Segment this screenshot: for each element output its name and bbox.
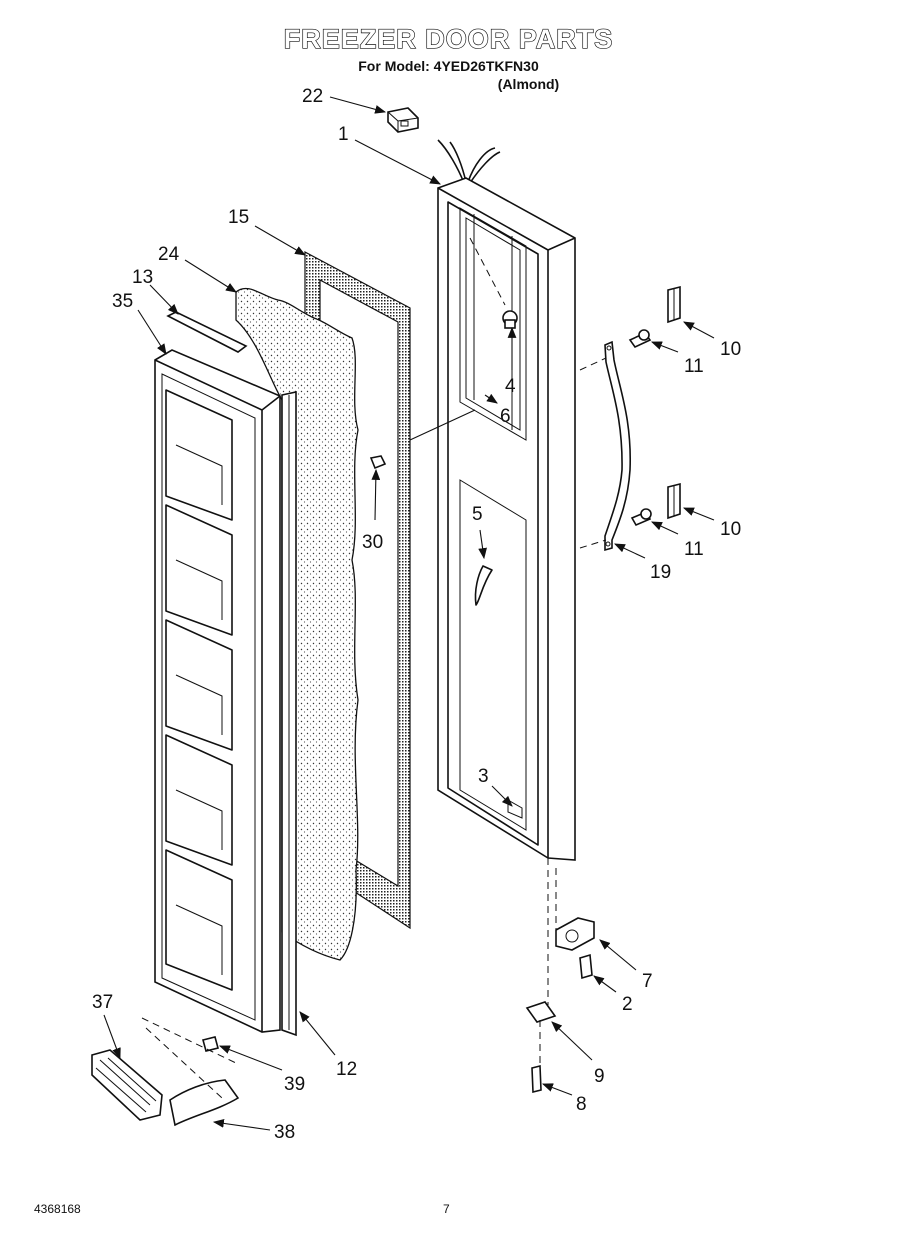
callout-37: 37 bbox=[92, 992, 113, 1013]
top-cap-part bbox=[166, 311, 248, 353]
handle-screw-part bbox=[628, 329, 652, 527]
callout-8: 8 bbox=[576, 1094, 587, 1115]
callout-6: 6 bbox=[500, 406, 511, 427]
callout-30: 30 bbox=[362, 532, 383, 553]
lower-grille-part bbox=[91, 1036, 240, 1127]
color-line: (Almond) bbox=[497, 76, 560, 92]
mount-alignment-lines bbox=[469, 237, 607, 549]
callout-38: 38 bbox=[274, 1122, 295, 1143]
model-line: For Model: 4YED26TKFN30 bbox=[358, 58, 539, 74]
callout-leaders bbox=[103, 96, 715, 1131]
callout-24: 24 bbox=[158, 244, 180, 265]
callout-10-top: 10 bbox=[720, 339, 741, 360]
callout-11-bottom: 11 bbox=[684, 539, 704, 560]
page-number: 7 bbox=[443, 1202, 450, 1216]
callout-35: 35 bbox=[112, 291, 133, 312]
callout-22: 22 bbox=[302, 86, 323, 107]
callout-9: 9 bbox=[594, 1066, 605, 1087]
page-title: FREEZER DOOR PARTS bbox=[283, 23, 614, 54]
callout-11-top: 11 bbox=[684, 356, 704, 377]
hinge-alignment-lines bbox=[539, 858, 557, 1068]
inner-door-liner-part bbox=[154, 349, 281, 1033]
trim-strip-part bbox=[281, 391, 297, 1037]
base-alignment-lines bbox=[141, 1017, 239, 1099]
callout-15: 15 bbox=[228, 207, 249, 228]
foam-insulation-part bbox=[235, 287, 359, 961]
handle-end-cap-part bbox=[667, 285, 681, 520]
wire-connector-part bbox=[387, 107, 419, 133]
callout-10-bottom: 10 bbox=[720, 519, 741, 540]
callout-1: 1 bbox=[338, 124, 349, 145]
callout-19: 19 bbox=[650, 562, 671, 583]
hinge-hardware-part bbox=[525, 917, 595, 1094]
callout-labels: 22 1 15 24 13 35 4 6 10 11 10 11 19 30 5… bbox=[92, 86, 741, 1143]
callout-5: 5 bbox=[472, 504, 483, 525]
callout-12: 12 bbox=[336, 1059, 357, 1080]
outer-door-panel-part bbox=[437, 177, 576, 861]
callout-39: 39 bbox=[284, 1074, 305, 1095]
clip-part bbox=[369, 455, 387, 470]
callout-2: 2 bbox=[622, 994, 633, 1015]
callout-13: 13 bbox=[132, 267, 153, 288]
callout-4: 4 bbox=[505, 376, 516, 397]
door-wires-part bbox=[437, 139, 501, 184]
callout-7: 7 bbox=[642, 971, 653, 992]
document-number: 4368168 bbox=[34, 1202, 81, 1216]
callout-3: 3 bbox=[478, 766, 489, 787]
door-handle-part bbox=[604, 340, 632, 552]
